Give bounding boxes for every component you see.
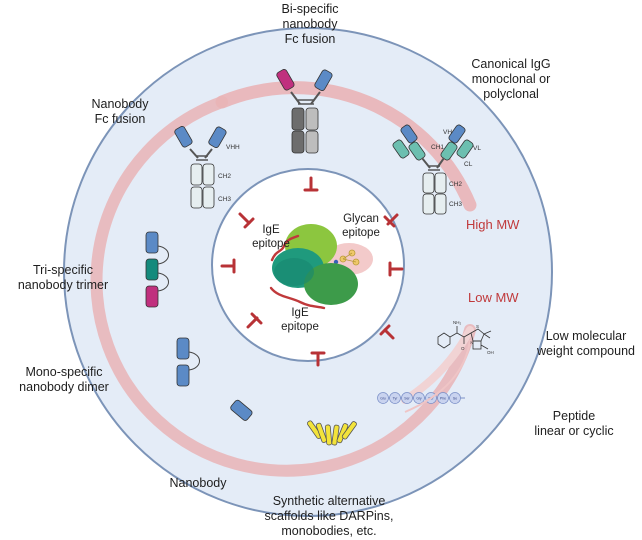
domain-label-ch2-igg: CH2	[449, 181, 462, 188]
inhibitor-lower-left	[246, 312, 263, 329]
molecular-weight-band-lower	[90, 96, 476, 477]
label-trispecific-trimer: Tri-specific nanobody trimer	[17, 263, 109, 292]
atom-oh: OH	[487, 350, 494, 355]
label-synthetic-scaffolds: Synthetic alternative scaffolds like DAR…	[264, 494, 394, 538]
inhibitor-upper-left	[238, 212, 255, 229]
bispecific-nanobody-fc-fusion	[276, 69, 333, 154]
monospecific-nanobody-dimer	[176, 337, 200, 387]
label-ige-epitope-bottom: IgE epitope	[281, 307, 319, 333]
inhibitor-upper-right	[383, 213, 399, 228]
darpin-scaffold	[307, 420, 357, 446]
molecular-weight-band	[215, 81, 477, 212]
peptide-residue-4: Gly	[416, 397, 422, 401]
domain-label-ch1: CH1	[431, 144, 444, 151]
nanobody-fc-fusion	[174, 126, 227, 209]
canonical-igg	[392, 124, 474, 215]
ige-epitope-mark-top	[270, 234, 300, 262]
domain-label-ch3-igg: CH3	[449, 201, 462, 208]
atom-o: O	[461, 346, 465, 351]
domain-label-vhh: VHH	[226, 144, 240, 151]
allergen-subunit-teal-shade	[274, 258, 314, 286]
label-canonical-igg: Canonical IgG monoclonal or polyclonal	[471, 57, 551, 101]
allergen-subunit-green	[304, 263, 358, 305]
label-peptide: Peptide linear or cyclic	[534, 409, 614, 438]
inhibitor-top	[303, 176, 319, 192]
domain-label-vh: VH	[443, 129, 452, 136]
atom-n: N	[470, 340, 473, 345]
atom-s: S	[476, 324, 479, 329]
label-nanobody-fc-fusion: Nanobody Fc fusion	[91, 97, 149, 126]
label-bispecific-nanobody-fc-fusion: Bi-specific nanobody Fc fusion	[281, 2, 339, 46]
label-monospecific-dimer: Mono-specific nanobody dimer	[19, 365, 109, 394]
domain-label-vl: VL	[473, 145, 481, 152]
label-nanobody: Nanobody	[169, 476, 227, 490]
domain-label-ch2: CH2	[218, 173, 231, 180]
mw-connector-curve	[404, 339, 471, 413]
label-glycan-epitope: Glycan epitope	[342, 213, 380, 239]
glycan-structure	[339, 249, 360, 266]
peptide-residue-6: Phe	[440, 397, 446, 401]
peptide-residue-3: Ser	[404, 397, 410, 401]
inhibitor-left	[220, 258, 236, 274]
label-low-molecular-weight-compound: Low molecular weight compound	[537, 329, 635, 358]
inhibitor-lower-right	[379, 324, 395, 340]
nanobody-shape	[230, 399, 253, 421]
atom-nh2: NH₂	[453, 320, 461, 325]
label-ige-epitope-top: IgE epitope	[252, 224, 290, 250]
inhibitor-right	[388, 261, 404, 277]
domain-label-ch3: CH3	[218, 196, 231, 203]
peptide-residue-1: Glu	[380, 397, 386, 401]
trispecific-nanobody-trimer	[145, 231, 169, 308]
molecular-weight-band-tail	[401, 326, 474, 404]
peptide-residue-2: Tyr	[393, 397, 399, 401]
label-low-mw: Low MW	[468, 290, 519, 305]
small-molecule-structure	[437, 326, 492, 350]
domain-label-cl: CL	[464, 161, 473, 168]
inhibitor-symbols	[220, 176, 404, 367]
ige-epitope-mark-bottom	[269, 286, 326, 310]
peptide-residue-7: Se	[453, 397, 457, 401]
inhibitor-bottom	[310, 351, 326, 367]
label-high-mw: High MW	[466, 217, 520, 232]
